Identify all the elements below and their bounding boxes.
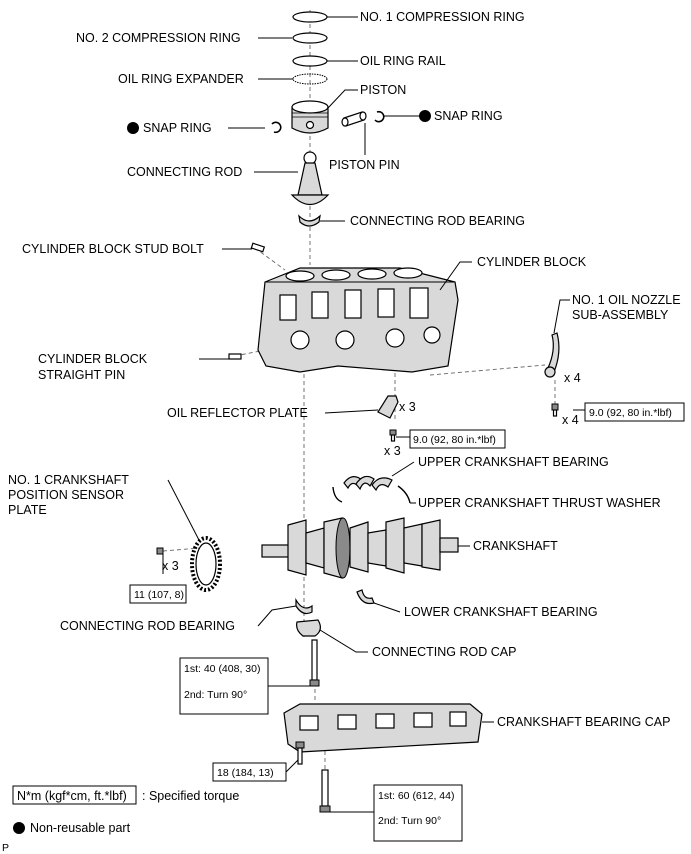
oil-reflector-bolt — [389, 429, 397, 442]
cylinder-block-straight-pin — [228, 353, 242, 360]
nozzle-bolt-quantity: x 4 — [562, 413, 579, 427]
cap-small-torque-box: 18 (184, 13) — [212, 762, 287, 782]
upper-crank-bearing-label: UPPER CRANKSHAFT BEARING — [418, 455, 609, 469]
con-rod-bearing-lower-label: CONNECTING ROD BEARING — [60, 619, 235, 633]
crankshaft-position-sensor-plate — [190, 536, 222, 592]
cylinder-block-label: CYLINDER BLOCK — [477, 255, 587, 269]
con-rod-torque-step2: 2nd: Turn 90° — [184, 689, 247, 701]
oil-ring-expander — [292, 73, 328, 85]
reflector-quantity: x 3 — [399, 400, 416, 414]
oil-nozzle-label-line2: SUB-ASSEMBLY — [572, 308, 669, 322]
cap-long-torque-step1: 1st: 60 (612, 44) — [378, 790, 454, 802]
oil-ring-rail — [292, 55, 328, 67]
oil-reflector-label: OIL REFLECTOR PLATE — [167, 406, 308, 420]
connecting-rod-cap-bolt — [309, 639, 320, 687]
bearing-cap-label: CRANKSHAFT BEARING CAP — [497, 715, 670, 729]
non-reusable-legend-icon — [13, 822, 25, 834]
piston-pin-label: PISTON PIN — [329, 158, 400, 172]
bearing-cap-long-bolt — [319, 769, 331, 813]
connecting-rod-bearing-lower — [295, 597, 313, 615]
upper-crankshaft-bearing — [343, 475, 393, 492]
reflector-torque-value: 9.0 (92, 80 in.*lbf) — [413, 434, 496, 446]
cap-long-torque-step2: 2nd: Turn 90° — [378, 815, 441, 827]
non-reusable-icon — [127, 122, 139, 134]
snap-ring-right — [374, 110, 385, 123]
sensor-bolt-quantity: x 3 — [162, 559, 179, 573]
snap-ring-left — [271, 121, 282, 134]
lower-crankshaft-bearing — [356, 589, 375, 605]
crankshaft-label: CRANKSHAFT — [473, 539, 558, 553]
compression-ring-1-label: NO. 1 COMPRESSION RING — [360, 10, 525, 24]
sensor-plate-label-line3: PLATE — [8, 503, 47, 517]
legend-torque-unit: N*m (kgf*cm, ft.*lbf) — [17, 789, 127, 803]
piston-pin — [341, 111, 367, 127]
con-rod-torque-step1: 1st: 40 (408, 30) — [184, 663, 260, 675]
compression-ring-2 — [292, 32, 328, 44]
compression-ring-1 — [292, 11, 328, 23]
sensor-torque-value: 11 (107, 8) — [134, 589, 184, 601]
nozzle-torque-box: 9.0 (92, 80 in.*lbf) — [584, 402, 685, 422]
oil-ring-rail-label: OIL RING RAIL — [360, 54, 446, 68]
legend-torque-desc: : Specified torque — [142, 789, 239, 803]
non-reusable-icon — [419, 110, 431, 122]
reflector-bolt-quantity: x 3 — [384, 444, 401, 458]
piston — [291, 100, 329, 134]
legend: N*m (kgf*cm, ft.*lbf) : Specified torque… — [12, 785, 239, 835]
reflector-torque-box: 9.0 (92, 80 in.*lbf) — [409, 429, 506, 449]
bearing-cap-small-bolt — [295, 741, 305, 765]
cap-small-torque-value: 18 (184, 13) — [217, 767, 274, 779]
oil-reflector-plate — [377, 395, 399, 419]
leader-lines — [162, 16, 585, 813]
compression-ring-2-label: NO. 2 COMPRESSION RING — [76, 31, 241, 45]
snap-ring-left-callout: SNAP RING — [127, 121, 212, 135]
lower-crank-bearing-label: LOWER CRANKSHAFT BEARING — [404, 605, 598, 619]
connecting-rod-bearing-upper — [298, 214, 321, 227]
piston-label: PISTON — [360, 83, 406, 97]
figure-code: P — [2, 842, 9, 854]
cap-long-torque-box: 1st: 60 (612, 44) 2nd: Turn 90° — [373, 784, 463, 842]
sensor-torque-box: 11 (107, 8) — [129, 584, 187, 604]
oil-nozzle — [544, 332, 560, 378]
con-rod-cap-torque-box: 1st: 40 (408, 30) 2nd: Turn 90° — [179, 657, 269, 715]
connecting-rod-bearing-label: CONNECTING ROD BEARING — [350, 214, 525, 228]
oil-nozzle-label-line1: NO. 1 OIL NOZZLE — [572, 293, 681, 307]
nozzle-torque-value: 9.0 (92, 80 in.*lbf) — [589, 407, 672, 419]
oil-ring-expander-label: OIL RING EXPANDER — [118, 72, 244, 86]
thrust-washer-label: UPPER CRANKSHAFT THRUST WASHER — [418, 496, 661, 510]
connecting-rod-label: CONNECTING ROD — [127, 165, 242, 179]
stud-bolt-label: CYLINDER BLOCK STUD BOLT — [22, 242, 204, 256]
crankshaft-bearing-cap — [283, 703, 483, 753]
snap-ring-right-callout: SNAP RING — [419, 109, 503, 123]
nozzle-quantity: x 4 — [564, 371, 581, 385]
straight-pin-label-line1: CYLINDER BLOCK — [38, 352, 148, 366]
legend-non-reusable: Non-reusable part — [30, 821, 131, 835]
snap-ring-left-label: SNAP RING — [143, 121, 212, 135]
oil-nozzle-bolt — [551, 403, 559, 417]
sensor-plate-bolt — [156, 547, 164, 555]
upper-crankshaft-thrust-washer — [332, 485, 411, 504]
straight-pin-label-line2: STRAIGHT PIN — [38, 368, 125, 382]
connecting-rod-cap-label: CONNECTING ROD CAP — [372, 645, 516, 659]
cylinder-block-stud-bolt — [250, 242, 266, 253]
cylinder-block — [257, 267, 459, 373]
crankshaft — [261, 517, 459, 579]
sensor-plate-label-line2: POSITION SENSOR — [8, 488, 124, 502]
snap-ring-right-label: SNAP RING — [434, 109, 503, 123]
connecting-rod — [290, 151, 330, 206]
connecting-rod-cap — [296, 619, 321, 637]
sensor-plate-label-line1: NO. 1 CRANKSHAFT — [8, 473, 129, 487]
